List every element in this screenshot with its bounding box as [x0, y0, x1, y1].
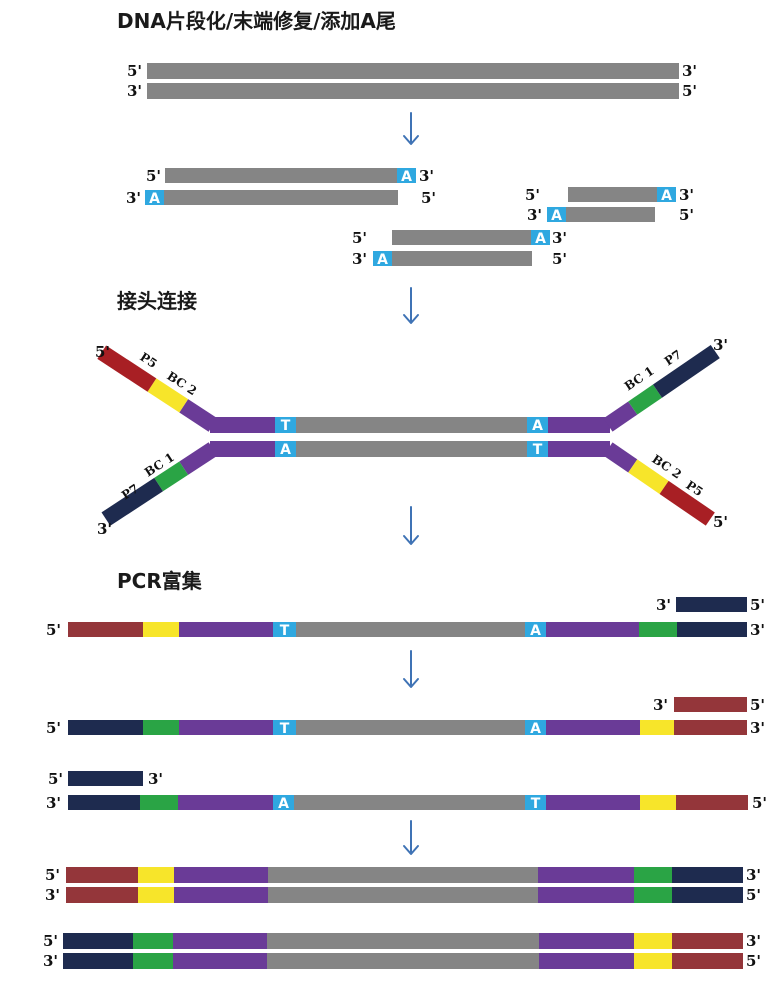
adapter-label: P5 — [137, 350, 159, 371]
end-label: 3' — [148, 770, 163, 788]
end-label: 5' — [421, 189, 436, 207]
base-t: T — [533, 442, 543, 458]
end-label: 3' — [97, 520, 112, 538]
end-label: 5' — [752, 794, 767, 812]
end-label: 5' — [43, 932, 58, 950]
pcr-template: 3' 5' T A 5' 3' — [46, 696, 765, 737]
end-label: 5' — [713, 513, 728, 531]
base-a: A — [530, 623, 541, 639]
base-a: A — [401, 169, 412, 185]
step2-title: 接头连接 — [117, 289, 197, 313]
down-arrow-icon — [403, 287, 419, 324]
end-label: 5' — [146, 167, 161, 185]
end-label: 5' — [682, 82, 697, 100]
end-label: 3' — [679, 186, 694, 204]
end-label: 3' — [126, 189, 141, 207]
end-label: 5' — [46, 621, 61, 639]
dna-top-strand — [147, 63, 679, 79]
down-arrow-icon — [403, 506, 419, 545]
end-label: 3' — [46, 794, 61, 812]
end-label: 3' — [552, 229, 567, 247]
pcr-product: 5' 3' 3' 5' — [43, 932, 761, 970]
end-label: 3' — [352, 250, 367, 268]
end-label: 5' — [48, 770, 63, 788]
base-t: T — [280, 721, 290, 737]
end-label: 5' — [552, 250, 567, 268]
end-label: 3' — [750, 621, 765, 639]
base-a: A — [149, 191, 160, 207]
end-label: 5' — [127, 62, 142, 80]
down-arrow-icon — [403, 820, 419, 855]
adapter-arm — [603, 344, 720, 432]
end-label: 5' — [352, 229, 367, 247]
adapter-arm — [101, 442, 218, 526]
a-tailed-fragment: A A 5' 3' 3' 5' — [126, 167, 436, 207]
primer — [68, 771, 143, 786]
end-label: 5' — [750, 696, 765, 714]
a-tailed-fragment: A A 5' 3' 3' 5' — [525, 186, 694, 224]
end-label: 5' — [679, 206, 694, 224]
a-tailed-fragment: A A 5' 3' 3' 5' — [352, 229, 567, 268]
end-label: 5' — [746, 952, 761, 970]
base-a: A — [530, 721, 541, 737]
end-label: 5' — [525, 186, 540, 204]
end-label: 5' — [750, 596, 765, 614]
dna-bottom-strand — [147, 83, 679, 99]
end-label: 3' — [527, 206, 542, 224]
step1-title: DNA片段化/末端修复/添加A尾 — [117, 9, 396, 33]
end-label: 3' — [713, 336, 728, 354]
end-label: 3' — [746, 866, 761, 884]
adapter-arm — [603, 442, 715, 526]
base-a: A — [535, 231, 546, 247]
end-label: 5' — [746, 886, 761, 904]
base-a: A — [551, 208, 562, 224]
end-label: 3' — [656, 596, 671, 614]
primer — [674, 697, 747, 712]
base-t: T — [281, 418, 291, 434]
genomic-dna: 5' 3' 3' 5' — [127, 62, 697, 100]
down-arrow-icon — [403, 650, 419, 688]
base-a: A — [377, 252, 388, 268]
down-arrow-icon — [403, 112, 419, 145]
pcr-template: 5' 3' A T 3' 5' — [46, 770, 767, 812]
pcr-product: 5' 3' 3' 5' — [45, 866, 761, 904]
step3-title: PCR富集 — [117, 569, 203, 593]
end-label: 3' — [682, 62, 697, 80]
end-label: 5' — [45, 866, 60, 884]
end-label: 3' — [419, 167, 434, 185]
end-label: 5' — [46, 719, 61, 737]
base-t: T — [531, 796, 541, 812]
adapter-label: P7 — [662, 347, 684, 368]
primer — [676, 597, 747, 612]
end-label: 3' — [746, 932, 761, 950]
end-label: 3' — [45, 886, 60, 904]
base-t: T — [280, 623, 290, 639]
pcr-template: 3' 5' T A 5' 3' — [46, 596, 765, 639]
base-a: A — [661, 188, 672, 204]
end-label: 3' — [127, 82, 142, 100]
end-label: 3' — [653, 696, 668, 714]
base-a: A — [280, 442, 291, 458]
end-label: 3' — [750, 719, 765, 737]
base-a: A — [278, 796, 289, 812]
end-label: 5' — [95, 343, 110, 361]
end-label: 3' — [43, 952, 58, 970]
base-a: A — [532, 418, 543, 434]
adapter-arm — [97, 345, 218, 432]
